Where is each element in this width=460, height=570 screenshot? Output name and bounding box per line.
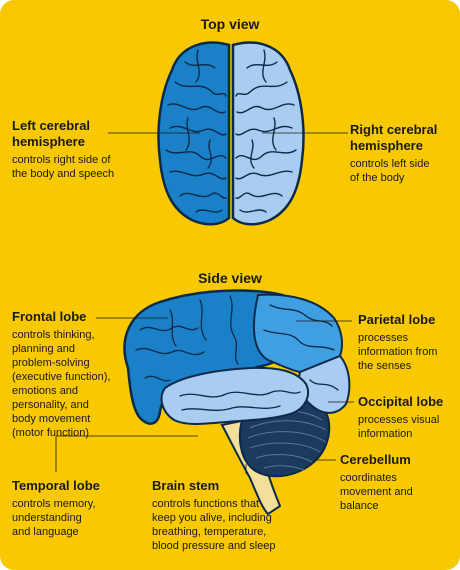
occipital-lobe-label: Occipital lobe processes visual informat… <box>358 394 443 441</box>
temporal-lobe-desc-0: controls memory, <box>12 498 96 510</box>
left-hemisphere-label: Left cerebral hemisphere controls right … <box>12 118 114 181</box>
frontal-lobe-desc-1: planning and <box>12 343 76 355</box>
brain-stem-desc-0: controls functions that <box>152 498 260 510</box>
right-hemisphere-desc-line1: controls left side <box>350 158 430 170</box>
right-hemisphere-name: Right cerebral hemisphere <box>350 122 437 154</box>
frontal-lobe-desc-4: emotions and <box>12 385 79 397</box>
left-hemisphere <box>157 41 231 226</box>
left-hemisphere-folds <box>165 49 227 213</box>
left-hemisphere-name: Left cerebral hemisphere <box>12 118 114 150</box>
parietal-lobe-desc-2: the senses <box>358 360 412 372</box>
temporal-lobe <box>160 366 309 425</box>
occipital-lobe-desc-1: information <box>358 428 413 440</box>
temporal-lobe-desc-2: and language <box>12 526 79 538</box>
temporal-lobe-name: Temporal lobe <box>12 478 100 493</box>
right-hemisphere-desc-line2: of the body <box>350 172 405 184</box>
parietal-lobe-label: Parietal lobe processes information from… <box>358 312 437 373</box>
frontal-lobe-label: Frontal lobe controls thinking, planning… <box>12 309 110 440</box>
brain-stem-desc-1: keep you alive, including <box>152 512 272 524</box>
right-hemisphere-desc: controls left side of the body <box>350 157 437 185</box>
cerebellum-desc-2: balance <box>340 500 379 512</box>
parietal-lobe-name: Parietal lobe <box>358 312 436 327</box>
right-hemisphere-name-line1: Right cerebral <box>350 122 438 137</box>
brain-stem-desc-3: blood pressure and sleep <box>152 540 276 552</box>
left-hemisphere-desc-line1: controls right side of <box>12 154 111 166</box>
cerebellum-desc-0: coordinates <box>340 472 397 484</box>
parietal-lobe-desc-1: information from <box>358 346 438 358</box>
parietal-lobe-desc-0: processes <box>358 332 409 344</box>
cerebellum-name: Cerebellum <box>340 452 411 467</box>
left-hemisphere-name-line1: Left cerebral <box>12 118 91 133</box>
right-hemisphere-label: Right cerebral hemisphere controls left … <box>350 122 437 185</box>
temporal-lobe-desc-1: understanding <box>12 512 82 524</box>
frontal-lobe-name: Frontal lobe <box>12 309 87 324</box>
frontal-lobe-desc-7: (motor function) <box>12 427 90 439</box>
cerebellum-desc-1: movement and <box>340 486 413 498</box>
brain-stem-desc-2: breathing, temperature, <box>152 526 267 538</box>
frontal-lobe-desc-6: body movement <box>12 413 91 425</box>
occipital-lobe-name: Occipital lobe <box>358 394 444 409</box>
frontal-lobe-desc-3: (executive function), <box>12 371 111 383</box>
left-hemisphere-name-line2: hemisphere <box>12 134 85 149</box>
side-view-folds <box>135 295 339 411</box>
temporal-lobe-label: Temporal lobe controls memory, understan… <box>12 478 100 539</box>
frontal-lobe-desc-5: personality, and <box>12 399 89 411</box>
frontal-lobe-desc-0: controls thinking, <box>12 329 95 341</box>
side-view-brain <box>123 289 351 516</box>
right-hemisphere <box>231 41 305 226</box>
right-hemisphere-folds <box>235 49 297 213</box>
left-hemisphere-desc: controls right side of the body and spee… <box>12 153 114 181</box>
side-view-title: Side view <box>198 270 262 286</box>
top-view-brain <box>157 41 305 226</box>
left-hemisphere-desc-line2: the body and speech <box>12 168 115 180</box>
brain-stem-name: Brain stem <box>152 478 220 493</box>
frontal-lobe-desc-2: problem-solving <box>12 357 90 369</box>
occipital-lobe-desc-0: processes visual <box>358 414 440 426</box>
top-view-title: Top view <box>200 16 260 32</box>
cerebellum-label: Cerebellum coordinates movement and bala… <box>340 452 413 513</box>
brain-stem-label: Brain stem controls functions that keep … <box>152 478 276 553</box>
right-hemisphere-name-line2: hemisphere <box>350 138 423 153</box>
